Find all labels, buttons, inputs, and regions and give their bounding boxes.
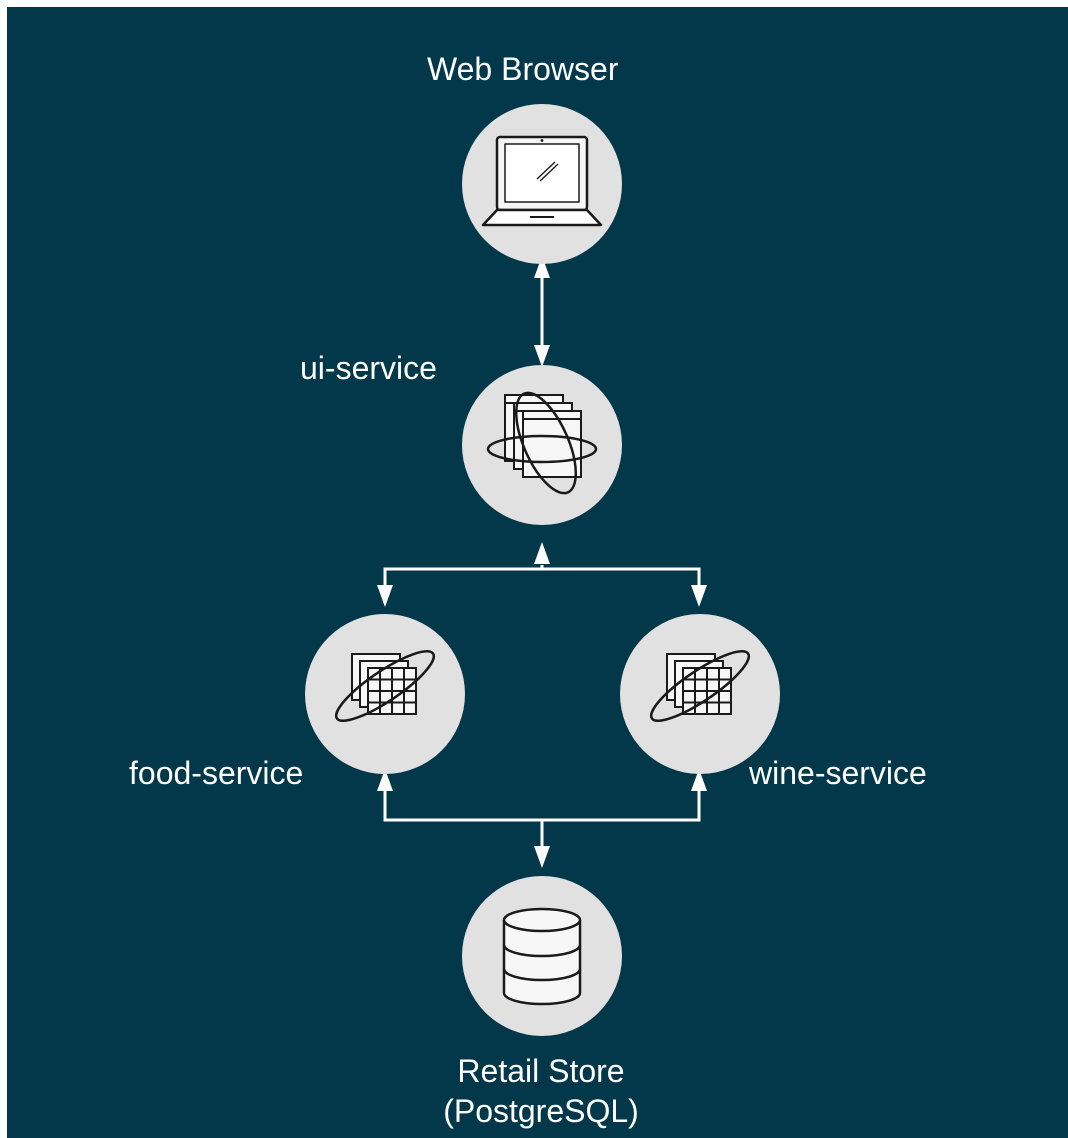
laptop-icon [481, 135, 603, 227]
grid-orbit-icon [649, 650, 751, 722]
retail-store-label: Retail Store (PostgreSQL) [387, 1051, 695, 1131]
arrowhead-up [534, 256, 550, 278]
grid-orbit-icon [334, 650, 436, 722]
arrowhead-up [534, 542, 550, 564]
arrowhead-down [534, 846, 550, 868]
wine-service-label: wine-service [749, 755, 927, 791]
ui-service-node [462, 365, 622, 525]
wine-service-node [620, 614, 780, 774]
retail-store-node [462, 876, 622, 1036]
web-browser-node [462, 104, 622, 264]
windows-orbit-icon [486, 391, 598, 495]
arrowhead-down [534, 345, 550, 367]
arrowhead-down [691, 585, 707, 607]
web-browser-label: Web Browser [427, 51, 619, 87]
arrowhead-up [377, 769, 393, 791]
retail-store-label-line2: (PostgreSQL) [443, 1093, 639, 1129]
arrowhead-up [691, 769, 707, 791]
diagram-canvas: Web Browser ui-service [7, 7, 1068, 1138]
retail-store-label-line1: Retail Store [457, 1053, 625, 1089]
connectors [377, 256, 707, 868]
food-service-node [305, 614, 465, 774]
ui-service-label: ui-service [300, 350, 437, 386]
connector-ui-services [383, 567, 701, 591]
database-icon [502, 907, 582, 1006]
connector-services-db [383, 790, 701, 822]
food-service-label: food-service [129, 755, 304, 791]
arrowhead-down [377, 585, 393, 607]
